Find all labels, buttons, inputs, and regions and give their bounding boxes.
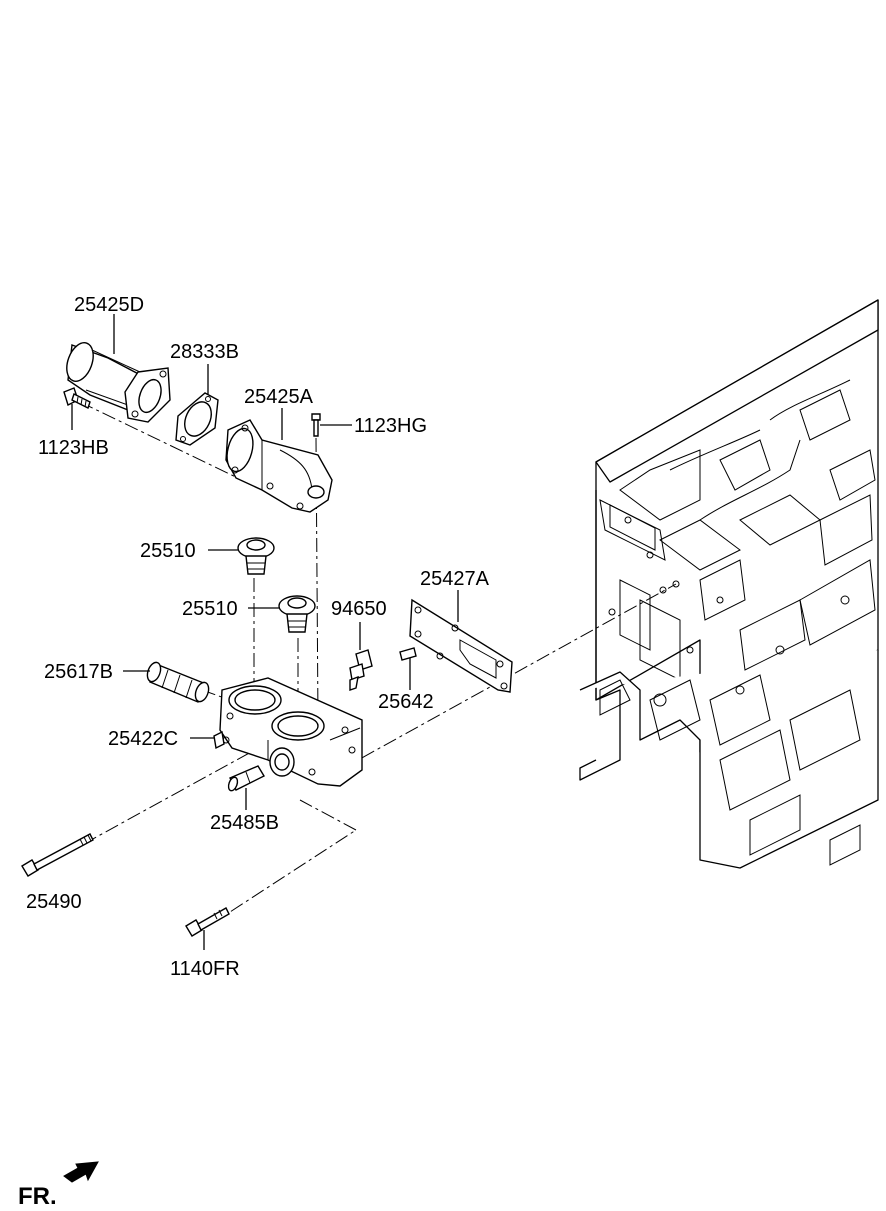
- water-outlet-fitting-25425A: [225, 419, 333, 513]
- fitting-25485B: [227, 765, 265, 792]
- label-25427A: 25427A: [420, 568, 490, 590]
- temperature-sensor-94650: [349, 649, 373, 691]
- assembly-lines: [39, 401, 677, 926]
- label-25490: 25490: [26, 891, 82, 913]
- label-25642: 25642: [378, 691, 434, 713]
- label-25425D: 25425D: [74, 294, 144, 316]
- engine-block: [579, 299, 879, 869]
- label-25485B: 25485B: [210, 812, 279, 834]
- gasket-25427A: [409, 598, 513, 693]
- gasket-28333B: [175, 392, 219, 446]
- bolt-1123HB: [63, 387, 91, 409]
- label-25425A: 25425A: [244, 386, 314, 408]
- bolt-25490: [21, 833, 94, 877]
- front-arrow-icon: [63, 1161, 99, 1183]
- dowel-pin-25642: [399, 647, 417, 661]
- bolt-1123HG: [311, 413, 321, 437]
- bolt-1140FR: [185, 907, 230, 937]
- label-1123HB: 1123HB: [38, 437, 109, 459]
- label-25510-lower: 25510: [182, 598, 238, 620]
- front-direction-indicator: FR.: [18, 1161, 99, 1210]
- pipe-25617B: [146, 661, 210, 703]
- leader-lines: [71, 314, 459, 950]
- part-labels: 25425D 28333B 25425A 1123HG 1123HB 25510…: [26, 294, 490, 980]
- front-label: FR.: [18, 1183, 57, 1210]
- thermostat-lower-25510: [278, 595, 316, 633]
- label-1123HG: 1123HG: [354, 415, 427, 437]
- label-1140FR: 1140FR: [170, 958, 240, 980]
- thermostat-housing-25422C: [213, 677, 363, 787]
- thermostat-upper-25510: [237, 537, 275, 575]
- label-94650: 94650: [331, 598, 387, 620]
- label-25510-upper: 25510: [140, 540, 196, 562]
- water-outlet-pipe-25425D: [66, 342, 171, 423]
- label-25617B: 25617B: [44, 661, 113, 683]
- label-28333B: 28333B: [170, 341, 239, 363]
- label-25422C: 25422C: [108, 728, 178, 750]
